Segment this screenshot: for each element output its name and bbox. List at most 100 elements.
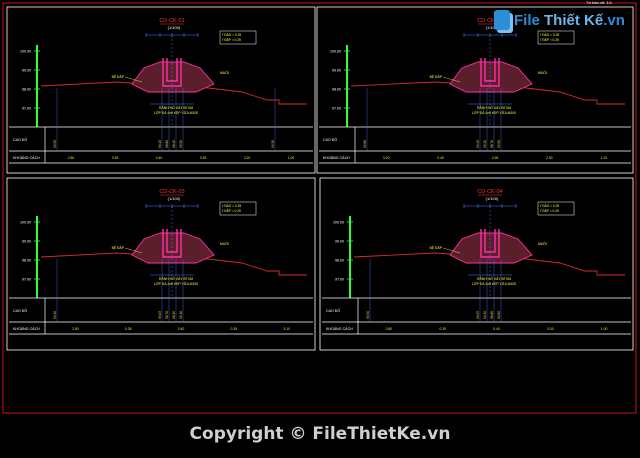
axis-tick-label: 98.00 bbox=[335, 259, 344, 263]
axis-tick-label: 99.00 bbox=[22, 240, 31, 244]
slope-note-box bbox=[219, 201, 257, 216]
distance-value: 0.35 bbox=[200, 156, 207, 160]
distance-value: 2.80 bbox=[68, 156, 75, 160]
distance-value: 3.00 bbox=[547, 327, 554, 331]
section-title: CD-CK-04 bbox=[477, 189, 502, 195]
label-right: MUỐI bbox=[538, 241, 547, 246]
elevation-value: 99.55 bbox=[476, 311, 480, 319]
elevation-value: 98.80 bbox=[165, 140, 169, 148]
label-left: BỆ ĐẮP bbox=[112, 74, 125, 79]
slope-note: I' ĐÀO = 0.25 bbox=[222, 33, 241, 37]
distance-value: 0.35 bbox=[112, 156, 119, 160]
axis-tick-label: 100.00 bbox=[20, 50, 31, 54]
elevation-value: 99.20 bbox=[483, 311, 487, 319]
axis-tick-label: 100.00 bbox=[333, 221, 344, 225]
distance-value: 0.35 bbox=[492, 156, 499, 160]
rock-protection bbox=[449, 61, 533, 93]
logo-icon bbox=[494, 10, 510, 30]
table-row-label: KHOẢNG CÁCH bbox=[13, 155, 40, 160]
label-left: BỆ ĐẮP bbox=[112, 245, 125, 250]
axis-tick-label: 99.00 bbox=[22, 69, 31, 73]
section-title: CD-CK-01 bbox=[159, 18, 184, 24]
slope-note: I' ĐẮP = 0.25 bbox=[222, 37, 241, 42]
elevation-value: 99.20 bbox=[179, 140, 183, 148]
table-row-label: KHOẢNG CÁCH bbox=[326, 326, 353, 331]
table-row-label: CAO ĐỘ bbox=[13, 137, 27, 142]
filethietke-logo: File Thiết Kế.vn bbox=[494, 10, 625, 30]
panel-frame bbox=[6, 6, 316, 174]
section-scale: (1/100) bbox=[168, 196, 181, 201]
distance-value: 2.90 bbox=[546, 156, 553, 160]
sheet-border bbox=[2, 2, 637, 414]
axis-tick-label: 97.00 bbox=[335, 278, 344, 282]
slope-note: I' ĐẮP = 0.25 bbox=[540, 37, 559, 42]
rock-protection bbox=[449, 232, 533, 264]
rock-protection bbox=[131, 232, 215, 264]
section-title: CD-CK-02 bbox=[477, 18, 502, 24]
ground-line bbox=[40, 81, 307, 105]
axis-tick-label: 97.00 bbox=[332, 107, 341, 111]
logo-text: File Thiết Kế.vn bbox=[514, 11, 625, 29]
table-row-label: KHOẢNG CÁCH bbox=[13, 326, 40, 331]
axis-tick-label: 98.00 bbox=[332, 88, 341, 92]
distance-value: 0.35 bbox=[230, 327, 237, 331]
label-right: MUỐI bbox=[220, 241, 229, 246]
rock-protection bbox=[131, 61, 215, 93]
elevation-value: 99.60 bbox=[497, 311, 501, 319]
table-row-label: CAO ĐỘ bbox=[326, 308, 340, 313]
label-left: BỆ ĐẮP bbox=[430, 74, 443, 79]
elevation-value: 99.30 bbox=[271, 140, 275, 148]
distance-value: 1.20 bbox=[600, 156, 607, 160]
leader-line bbox=[124, 76, 143, 83]
elevation-value: 99.50 bbox=[53, 140, 57, 148]
panel-frame bbox=[319, 177, 634, 351]
table-row-label: CAO ĐỘ bbox=[13, 308, 27, 313]
elevation-value: 98.30 bbox=[172, 311, 176, 319]
axis-tick-label: 100.00 bbox=[20, 221, 31, 225]
label-right: MUỐI bbox=[220, 70, 229, 75]
elevation-value: 99.50 bbox=[497, 140, 501, 148]
distance-value: 3.80 bbox=[386, 327, 393, 331]
elevation-value: 98.80 bbox=[490, 311, 494, 319]
ground-line bbox=[353, 252, 625, 276]
axis-tick-label: 100.00 bbox=[330, 50, 341, 54]
distance-value: 0.35 bbox=[439, 327, 446, 331]
axis-tick-label: 98.00 bbox=[22, 259, 31, 263]
elevation-value: 99.45 bbox=[476, 140, 480, 148]
elevation-value: 99.10 bbox=[179, 311, 183, 319]
elevation-value: 99.05 bbox=[158, 311, 162, 319]
elevation-value: 99.10 bbox=[483, 140, 487, 148]
axis-tick-label: 98.00 bbox=[22, 88, 31, 92]
distance-value: 1.00 bbox=[601, 327, 608, 331]
leader-line bbox=[442, 247, 461, 254]
axis-tick-label: 99.00 bbox=[332, 69, 341, 73]
label-left: BỆ ĐẮP bbox=[430, 245, 443, 250]
distance-value: 0.40 bbox=[493, 327, 500, 331]
table-row-label: KHOẢNG CÁCH bbox=[323, 155, 350, 160]
section-scale: (1/100) bbox=[486, 25, 499, 30]
distance-value: 1.00 bbox=[288, 156, 295, 160]
leader-line bbox=[442, 76, 461, 83]
slope-note-box bbox=[537, 201, 575, 216]
elevation-value: 99.90 bbox=[366, 311, 370, 319]
panel-frame bbox=[6, 177, 316, 351]
slope-note-box bbox=[219, 30, 257, 45]
slope-note: I' ĐÀO = 0.25 bbox=[540, 204, 559, 208]
distance-value: 0.40 bbox=[178, 327, 185, 331]
distance-value: 2.80 bbox=[72, 327, 79, 331]
distance-value: 0.40 bbox=[156, 156, 163, 160]
slope-note: I' ĐÀO = 0.25 bbox=[222, 204, 241, 208]
panel-frame bbox=[316, 6, 634, 174]
elevation-value: 99.40 bbox=[53, 311, 57, 319]
copyright-watermark: Copyright © FileThietKe.vn bbox=[189, 424, 451, 444]
slope-note: I' ĐẮP = 0.25 bbox=[540, 208, 559, 213]
elevation-value: 98.40 bbox=[172, 140, 176, 148]
slope-note: I' ĐÀO = 0.25 bbox=[540, 33, 559, 37]
slope-note: I' ĐẮP = 0.25 bbox=[222, 208, 241, 213]
header-note: Tờ bản vẽ: 1/1 bbox=[586, 0, 613, 5]
ground-line bbox=[350, 81, 625, 105]
axis-tick-label: 99.00 bbox=[335, 240, 344, 244]
distance-value: 0.40 bbox=[437, 156, 444, 160]
